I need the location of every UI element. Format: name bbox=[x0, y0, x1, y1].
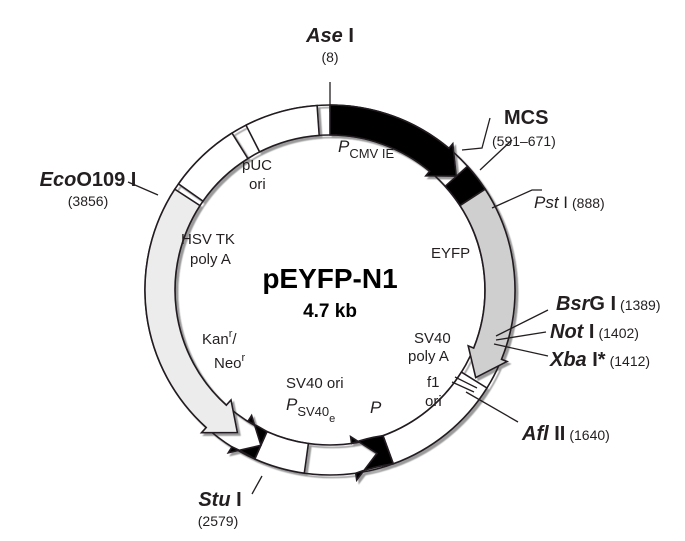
site-pst-suffix: I bbox=[559, 193, 568, 212]
sv40-polya-line1: SV40 bbox=[414, 330, 451, 347]
site-xba-suffix: I* bbox=[587, 349, 606, 371]
site-ase-name: Ase bbox=[305, 25, 343, 47]
site-afl-pos: (1640) bbox=[569, 427, 609, 443]
xba-leader bbox=[493, 343, 549, 357]
p-promoter-arrow bbox=[349, 434, 395, 483]
hsvtk-line2: poly A bbox=[190, 251, 231, 268]
neo-sup: r bbox=[242, 352, 246, 364]
site-mcs-label: MCS bbox=[504, 107, 548, 129]
site-eco-name: Eco bbox=[40, 169, 77, 191]
sv40-polya-line2: poly A bbox=[408, 348, 449, 365]
mcs-leader-1 bbox=[461, 117, 491, 151]
mcs-leader-2 bbox=[479, 139, 513, 171]
svg-text:Pst I(888): Pst I(888) bbox=[534, 193, 605, 212]
site-afl: Afl II(1640) bbox=[521, 423, 610, 445]
site-pst: Pst I(888) bbox=[534, 193, 605, 212]
backbone-segments bbox=[144, 104, 516, 483]
site-stu-suffix: I bbox=[231, 489, 242, 511]
leader-lines bbox=[127, 82, 549, 495]
neo-text: Neo bbox=[214, 355, 242, 372]
f1ori-line2: ori bbox=[425, 393, 442, 410]
p-label: P bbox=[370, 398, 382, 417]
pcmv-sub: CMV IE bbox=[349, 146, 394, 161]
svg-text:EcoO109 I: EcoO109 I bbox=[40, 169, 137, 191]
kan-label: Kanr/ bbox=[202, 328, 237, 348]
site-mcs-pos: (591–671) bbox=[492, 133, 556, 149]
psv40-subsub: e bbox=[329, 413, 335, 425]
kan-text: Kan bbox=[202, 331, 229, 348]
sv40-ori-label: SV40 ori bbox=[286, 375, 344, 392]
site-xba: Xba I*(1412) bbox=[549, 349, 650, 371]
pst-leader bbox=[491, 189, 542, 209]
site-stu: Stu I (2579) bbox=[198, 489, 242, 529]
bsrg-leader bbox=[495, 309, 549, 337]
svg-text:Afl II(1640): Afl II(1640) bbox=[521, 423, 610, 445]
eyfp-segment bbox=[458, 188, 516, 379]
site-not: Not I(1402) bbox=[550, 321, 639, 343]
site-xba-pos: (1412) bbox=[610, 353, 650, 369]
kan-neo-segment bbox=[144, 188, 239, 434]
site-pst-pos: (888) bbox=[572, 195, 605, 211]
svg-text:BsrG I(1389): BsrG I(1389) bbox=[556, 293, 661, 315]
site-eco: EcoO109 I (3856) bbox=[40, 169, 137, 209]
svg-text:Not I(1402): Not I(1402) bbox=[550, 321, 639, 343]
eco-leader bbox=[127, 181, 159, 196]
site-ase-suffix: I bbox=[343, 25, 354, 47]
site-stu-name: Stu bbox=[198, 489, 230, 511]
site-not-name: Not bbox=[550, 321, 585, 343]
afl-leader bbox=[465, 391, 519, 423]
f1ori-boundary bbox=[451, 381, 475, 393]
psv40-sub: SV40 bbox=[297, 404, 329, 419]
puc-line1: pUC bbox=[242, 157, 272, 174]
site-stu-pos: (2579) bbox=[198, 513, 238, 529]
site-eco-pos: (3856) bbox=[68, 193, 108, 209]
psv40-label: PSV40e bbox=[286, 395, 335, 425]
psv40-arrow bbox=[226, 413, 269, 461]
f1ori-line1: f1 bbox=[427, 374, 440, 391]
site-ase: Ase I (8) bbox=[305, 25, 354, 65]
svg-text:Stu I: Stu I bbox=[198, 489, 241, 511]
kan-sup: r bbox=[229, 328, 233, 340]
pcmv-main: P bbox=[338, 137, 350, 156]
plasmid-name: pEYFP-N1 bbox=[262, 263, 397, 294]
plasmid-size: 4.7 kb bbox=[303, 301, 357, 322]
site-mcs: MCS (591–671) bbox=[492, 107, 556, 149]
site-afl-suffix: II bbox=[549, 423, 566, 445]
pcmv-label: PCMV IE bbox=[338, 137, 394, 161]
stu-leader bbox=[251, 475, 263, 495]
site-eco-suffix: O109 I bbox=[76, 169, 136, 191]
puc-line2: ori bbox=[249, 176, 266, 193]
svg-text:Xba I*(1412): Xba I*(1412) bbox=[549, 349, 650, 371]
f1ori-boundary-2 bbox=[454, 376, 478, 389]
eyfp-label: EYFP bbox=[431, 245, 470, 262]
site-bsrg-pos: (1389) bbox=[620, 297, 660, 313]
site-not-pos: (1402) bbox=[598, 325, 638, 341]
svg-text:MCS: MCS bbox=[504, 107, 548, 129]
puc-ori-segment bbox=[244, 104, 321, 153]
svg-text:Ase I: Ase I bbox=[305, 25, 354, 47]
neo-label: Neor bbox=[214, 352, 246, 372]
site-pst-name: Pst bbox=[534, 193, 560, 212]
hsvtk-line1: HSV TK bbox=[181, 231, 235, 248]
site-bsrg-name: Bsr bbox=[556, 293, 591, 315]
site-afl-name: Afl bbox=[521, 423, 549, 445]
not-leader bbox=[495, 331, 547, 341]
hsvtk-segment bbox=[177, 131, 250, 203]
site-xba-name: Xba bbox=[549, 349, 587, 371]
site-bsrg-suffix: G I bbox=[589, 293, 616, 315]
psv40-main: P bbox=[286, 395, 298, 414]
site-bsrg: BsrG I(1389) bbox=[556, 293, 661, 315]
site-not-suffix: I bbox=[583, 321, 594, 343]
site-ase-pos: (8) bbox=[321, 49, 338, 65]
